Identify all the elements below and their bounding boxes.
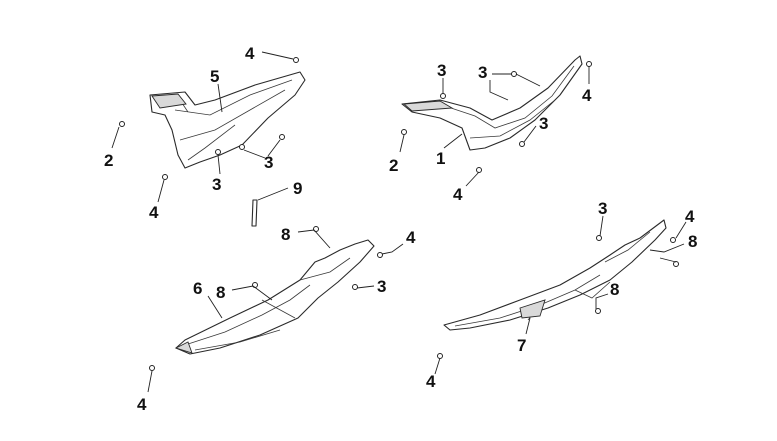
callout-4-c2: 4 [137, 395, 147, 414]
callout-3-d: 3 [598, 199, 607, 218]
leader-c5 [356, 285, 375, 289]
callout-3-b2: 3 [478, 63, 487, 82]
part-1-trim [402, 100, 454, 112]
callout-4-b1: 4 [582, 86, 592, 105]
part-9-rod [251, 199, 258, 227]
leader-b4 [523, 125, 537, 143]
fastener-d3 [673, 261, 679, 267]
part-6-tip [174, 341, 193, 354]
leader-c1 [297, 229, 331, 249]
fastener-c3 [252, 282, 258, 288]
part-7-inner-lines [454, 231, 651, 327]
callout-3-b1: 3 [437, 61, 446, 80]
callout-7: 7 [517, 336, 526, 355]
fastener-a3 [239, 144, 245, 150]
fastener-a4 [279, 134, 285, 140]
callout-3-a2: 3 [212, 175, 221, 194]
leader-a3 [111, 126, 120, 149]
leader-b7 [465, 171, 480, 187]
fastener-c5 [149, 365, 155, 371]
part-7-rear-right-cover [443, 219, 667, 331]
callout-6: 6 [193, 279, 202, 298]
leader-b5 [399, 134, 405, 153]
part-group-front-left: 4 5 2 3 3 4 9 [104, 44, 306, 227]
callout-2-a: 2 [104, 151, 113, 170]
leader-a5 [217, 154, 221, 175]
leader-a6 [157, 179, 165, 203]
fastener-b2 [511, 71, 517, 77]
leader-d3 [649, 243, 685, 263]
leader-a7 [257, 187, 289, 201]
fastener-b1 [440, 93, 446, 99]
callout-4-b2: 4 [453, 185, 463, 204]
fastener-d2 [670, 237, 676, 243]
callout-4-a2: 4 [149, 203, 159, 222]
fastener-a5 [162, 174, 168, 180]
fastener-d1 [596, 235, 602, 241]
part-5-front-left-cover [149, 71, 306, 169]
part-6-inner-lines [184, 257, 351, 351]
leader-c3 [207, 295, 223, 319]
callout-8-c2: 8 [216, 283, 225, 302]
callout-4-a1: 4 [245, 44, 255, 63]
part-6-rear-left-cover [175, 239, 375, 355]
leader-a2 [217, 83, 223, 113]
fastener-a1 [293, 57, 299, 63]
callout-9: 9 [293, 179, 302, 198]
part-group-front-right: 3 3 4 3 2 1 4 [389, 55, 592, 204]
leader-d5 [525, 317, 531, 335]
leader-d1 [599, 215, 604, 237]
fastener-c4 [352, 284, 358, 290]
part-7-panel [519, 299, 546, 319]
fastener-b3 [586, 61, 592, 67]
leader-c4 [231, 285, 273, 301]
callout-8-d2: 8 [610, 280, 619, 299]
leader-a4 [243, 139, 281, 159]
leader-d4 [595, 293, 609, 309]
callout-3-a1: 3 [264, 153, 273, 172]
fastener-b5 [401, 129, 407, 135]
callout-8-c1: 8 [281, 225, 290, 244]
leader-b2 [489, 73, 541, 101]
callout-4-d2: 4 [426, 372, 436, 391]
callout-3-b3: 3 [539, 114, 548, 133]
leader-b6 [443, 133, 463, 149]
fastener-c2 [377, 252, 383, 258]
leader-d2 [675, 221, 687, 239]
fastener-d4 [595, 308, 601, 314]
fastener-b4 [519, 141, 525, 147]
part-5-vent [151, 93, 187, 109]
part-5-inner-lines [160, 79, 293, 161]
fastener-a6 [215, 149, 221, 155]
part-group-rear-left: 8 4 6 8 3 4 [137, 225, 416, 414]
callout-4-c1: 4 [406, 228, 416, 247]
callout-1: 1 [436, 149, 445, 168]
callout-3-c: 3 [377, 277, 386, 296]
callout-8-d1: 8 [688, 232, 697, 251]
callout-4-d1: 4 [685, 207, 695, 226]
leader-a1 [261, 51, 294, 60]
fastener-d5 [437, 353, 443, 359]
leader-c2 [381, 243, 404, 255]
callout-5: 5 [210, 67, 219, 86]
fastener-b6 [476, 167, 482, 173]
fastener-a2 [119, 121, 125, 127]
callout-2-b: 2 [389, 156, 398, 175]
leader-d6 [434, 357, 441, 375]
part-group-rear-right: 3 4 8 8 7 4 [426, 199, 697, 391]
leader-c6 [147, 370, 153, 393]
